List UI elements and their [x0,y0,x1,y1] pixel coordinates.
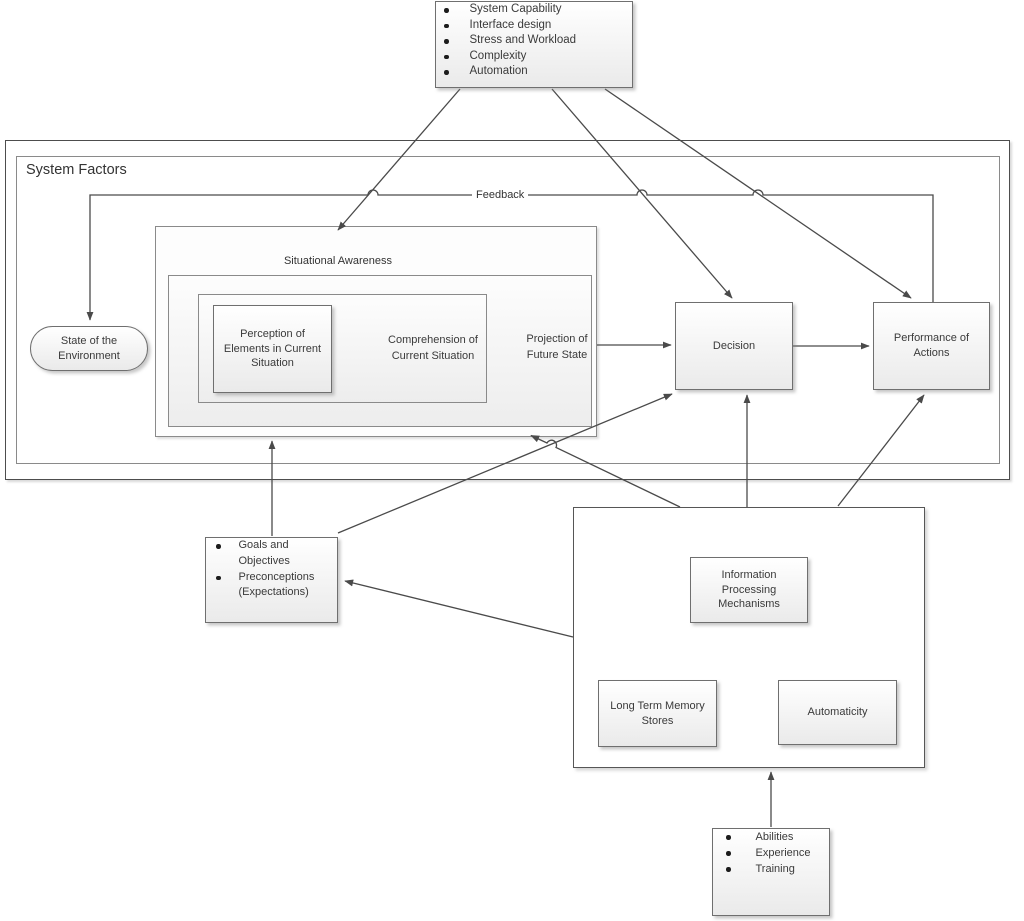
performance-box: Performance of Actions [873,302,990,390]
information-processing-text: Information Processing Mechanisms [718,568,780,611]
goals-list: Goals and Objectives Preconceptions (Exp… [206,538,337,601]
bullet-icon [444,54,449,60]
situational-awareness-label: Situational Awareness [283,255,393,267]
list-item: Abilities [713,829,829,845]
long-term-memory-box: Long Term Memory Stores [598,680,717,747]
arrow-feedback-loop [86,189,934,321]
abilities-list: Abilities Experience Training [713,829,829,877]
comprehension-text: Comprehension of Current Situation [388,334,478,362]
bullet-icon [726,867,731,872]
long-term-memory-text: Long Term Memory Stores [610,699,705,727]
decision-text: Decision [712,339,756,352]
projection-text: Projection of Future State [526,333,588,361]
arrow-individual-to-performance [837,394,925,507]
list-item: Experience [713,845,829,861]
arrow-topfactors-to-decision [551,88,733,299]
arrow-topfactors-to-sa [337,88,461,231]
state-of-environment-text: State of the Environment [58,334,120,362]
bullet-icon [444,23,449,29]
arrow-topfactors-to-performance [604,88,912,299]
bullet-icon [216,575,221,581]
automaticity-box: Automaticity [778,680,897,745]
state-of-environment-node: State of the Environment [30,326,148,371]
list-item: Complexity [436,49,632,65]
arrow-goals-to-decision [337,393,673,534]
perception-box: Perception of Elements in Current Situat… [213,305,332,393]
decision-box: Decision [675,302,793,390]
list-item: Training [713,861,829,877]
bullet-icon [444,70,449,75]
abilities-experience-training-box: Abilities Experience Training [712,828,830,916]
automaticity-text: Automaticity [807,706,868,719]
arrow-individual-to-sa [530,434,681,508]
goals-preconceptions-box: Goals and Objectives Preconceptions (Exp… [205,537,338,623]
list-item: Preconceptions (Expectations) [206,570,337,602]
bullet-icon [444,39,449,44]
arrow-individual-to-goals [344,579,574,638]
bullet-icon [726,851,731,856]
bullet-icon [726,835,731,840]
system-factors-inner-frame [16,156,1000,464]
system-factors-label: System Factors [26,162,127,178]
list-item: Interface design [436,18,632,34]
perception-text: Perception of Elements in Current Situat… [223,327,322,370]
information-processing-box: Information Processing Mechanisms [690,557,808,623]
bullet-icon [216,544,221,549]
list-item: System Capability [436,2,632,18]
system-capability-factors-box: System Capability Interface design Stres… [435,1,633,88]
feedback-label: Feedback [472,188,529,202]
performance-text: Performance of Actions [893,332,970,359]
list-item: Automation [436,64,632,80]
system-factors-outer-frame [5,140,1010,480]
system-factors-list: System Capability Interface design Stres… [436,2,632,80]
list-item: Stress and Workload [436,33,632,49]
bullet-icon [444,8,449,13]
list-item: Goals and Objectives [206,538,337,570]
